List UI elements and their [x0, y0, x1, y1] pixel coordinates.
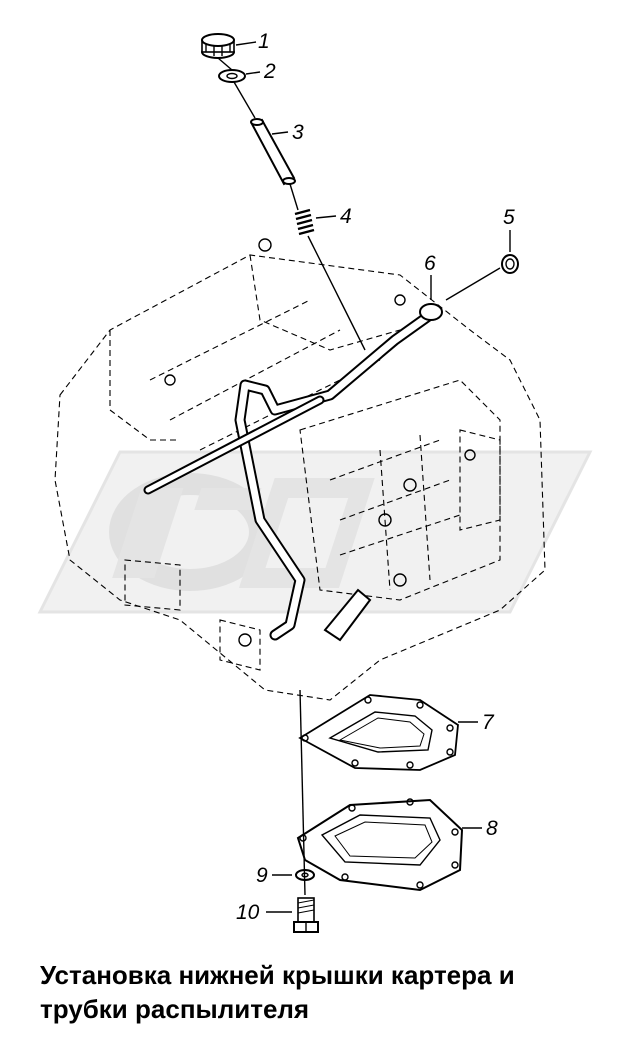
diagram-caption: Установка нижней крышки картера и трубки…: [40, 958, 610, 1026]
callout-2: 2: [263, 60, 276, 83]
callout-4: 4: [340, 205, 352, 228]
part-4-spring: [294, 208, 315, 236]
callout-7: 7: [482, 711, 495, 734]
part-2-washer: [218, 69, 246, 83]
assembly-axis-line: [217, 57, 366, 351]
caption-line-1: Установка нижней крышки картера и: [40, 960, 515, 990]
part-5-o-ring: [445, 254, 519, 301]
callout-10: 10: [236, 901, 260, 924]
callout-leaders: [235, 41, 511, 913]
part-1-cap: [201, 33, 235, 59]
part-8-lower-cover: [296, 798, 464, 892]
callout-6: 6: [424, 252, 436, 275]
callout-3: 3: [292, 121, 304, 144]
callout-5: 5: [503, 206, 515, 229]
sprayer-tube: [143, 303, 443, 642]
callout-1: 1: [258, 30, 270, 53]
gearbox-housing: [54, 238, 546, 701]
part-7-gasket: [298, 694, 459, 771]
exploded-parts-diagram: 1 2 3 4 5 6 7 8 9 10: [37, 30, 593, 933]
cover-axis-line: [299, 689, 306, 896]
callout-8: 8: [486, 817, 498, 840]
part-10-bolt: [293, 897, 319, 933]
callout-9: 9: [256, 864, 268, 887]
watermark-logo: [37, 450, 593, 614]
caption-line-2: трубки распылителя: [40, 994, 310, 1024]
part-3-hose: [250, 118, 296, 186]
